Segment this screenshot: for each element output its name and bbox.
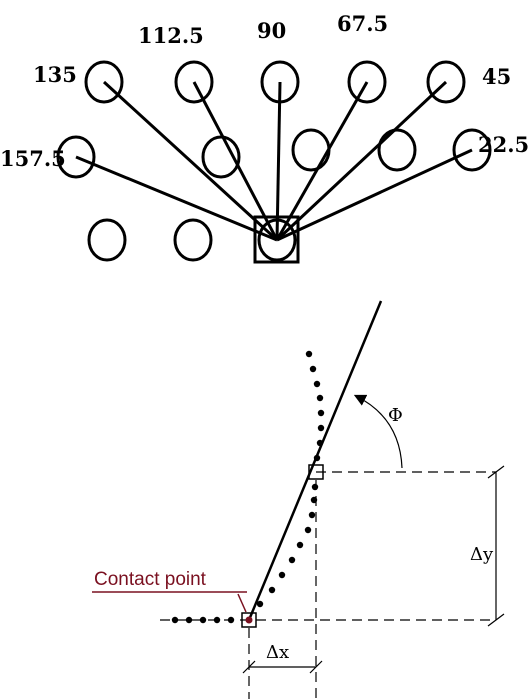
angle-label-22-5: 22.5	[478, 132, 529, 157]
dy-tick-bottom	[487, 613, 505, 627]
neighbor-circle	[173, 218, 213, 262]
spoke-157-5	[75, 155, 278, 242]
boundary-dot	[311, 483, 319, 491]
dx-tick-right	[309, 660, 323, 674]
neighbor-circle	[260, 60, 300, 104]
tangent-point-box	[308, 464, 324, 480]
spoke-67-5	[275, 81, 369, 241]
spoke-45	[275, 80, 448, 242]
boundary-dot	[317, 424, 325, 432]
boundary-dot	[256, 600, 264, 608]
boundary-dot	[171, 616, 179, 624]
direction-spokes	[75, 80, 473, 242]
boundary-dot	[268, 586, 276, 594]
neighbor-circle	[201, 135, 241, 179]
neighbor-circle	[87, 218, 127, 262]
contact-point-box	[241, 612, 257, 628]
neighbor-circle	[56, 135, 96, 179]
boundary-dot	[304, 526, 312, 534]
angle-label-135: 135	[33, 62, 77, 87]
boundary-dot	[313, 454, 321, 462]
boundary-dot	[288, 556, 296, 564]
boundary-dot	[278, 571, 286, 579]
direction-diagram: 135 112.5 90 67.5 45 157.5 22.5	[0, 11, 529, 264]
neighbor-circle	[452, 128, 492, 172]
boundary-dot	[199, 616, 207, 624]
dx-label: Δx	[266, 642, 289, 663]
boundary-dot	[305, 350, 313, 358]
boundary-dot	[227, 616, 235, 624]
spoke-135	[102, 80, 279, 242]
angle-phi-label: Φ	[388, 405, 403, 426]
tangent-line	[247, 300, 383, 621]
neighbor-circle	[174, 60, 214, 104]
angle-label-45: 45	[482, 64, 511, 89]
dy-dimension	[487, 465, 505, 627]
spoke-22-5	[276, 148, 473, 242]
dy-tick-top	[487, 465, 505, 479]
boundary-dot	[317, 409, 325, 417]
center-pixel-box	[253, 215, 300, 264]
contact-point-leader	[237, 593, 247, 613]
neighbor-circles	[56, 60, 492, 262]
neighbor-circle	[291, 128, 331, 172]
neighbor-circle	[426, 60, 466, 104]
angle-label-90: 90	[257, 18, 286, 43]
boundary-dot	[308, 511, 316, 519]
angle-label-67-5: 67.5	[337, 11, 388, 36]
boundary-dot	[185, 616, 193, 624]
spoke-112-5	[192, 81, 279, 241]
neighbor-circle	[377, 128, 417, 172]
neighbor-circle	[84, 60, 124, 104]
boundary-dot	[309, 365, 317, 373]
angle-arc	[353, 394, 403, 469]
boundary-dot	[313, 380, 321, 388]
spoke-90	[275, 81, 282, 241]
neighbor-circle	[347, 60, 387, 104]
boundary-dot	[316, 394, 324, 402]
boundary-dot	[296, 541, 304, 549]
contact-point-label: Contact point	[94, 569, 207, 590]
boundary-dots	[171, 350, 325, 624]
dx-dimension	[242, 660, 323, 674]
contact-diagram: Δy Δx Φ	[92, 300, 505, 699]
dy-label: Δy	[470, 544, 494, 565]
boundary-dot	[316, 439, 324, 447]
center-circle	[257, 218, 297, 262]
boundary-dot	[310, 496, 318, 504]
angle-label-157-5: 157.5	[0, 146, 66, 171]
boundary-dot	[213, 616, 221, 624]
dashed-guides	[160, 471, 496, 699]
angle-label-112-5: 112.5	[138, 23, 204, 48]
dx-tick-left	[242, 660, 256, 674]
contact-point-marker	[245, 616, 253, 624]
